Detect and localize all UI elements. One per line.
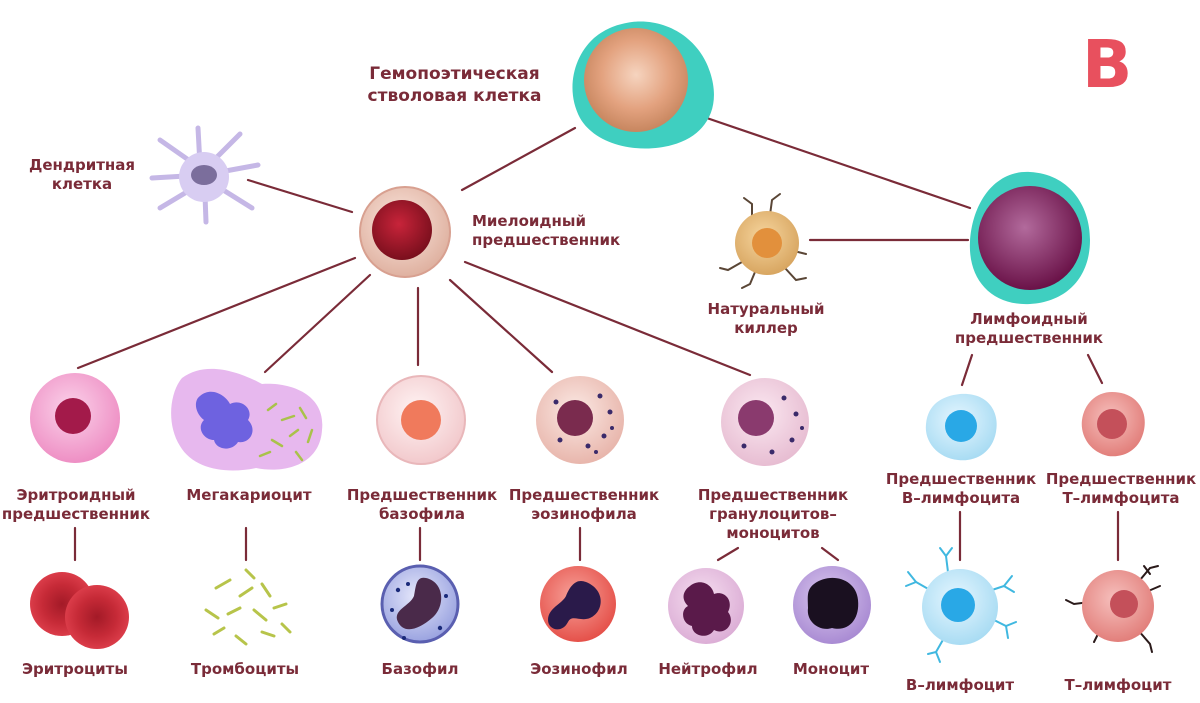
- label-t-lymphocyte: T–лимфоцит: [1064, 676, 1172, 694]
- label-basophil: Базофил: [381, 660, 459, 678]
- monocyte-cell: [793, 566, 871, 644]
- label-t-prec: Предшественник T–лимфоцита: [1045, 470, 1197, 507]
- label-nk: Натуральный киллер: [707, 300, 825, 337]
- erythrocyte-cells: [30, 572, 129, 649]
- panel-letter: B: [1082, 26, 1133, 103]
- label-eosinophil: Эозинофил: [530, 660, 628, 678]
- label-erythrocytes: Эритроциты: [22, 660, 128, 678]
- megakaryocyte-cell: [171, 368, 323, 471]
- label-monocyte: Моноцит: [792, 660, 870, 678]
- label-neutrophil: Нейтрофил: [658, 660, 758, 678]
- natural-killer-cell: [719, 193, 807, 289]
- label-lymphoid: Лимфоидный предшественник: [954, 310, 1104, 347]
- label-gm-prec: Предшественник гранулоцитов– моноцитов: [697, 486, 849, 542]
- label-myeloid: Миелоидный предшественник: [472, 212, 621, 249]
- label-eosinophil-prec: Предшественник эозинофила: [508, 486, 660, 523]
- neutrophil-cell: [668, 568, 744, 644]
- eosinophil-cell: [540, 566, 616, 642]
- label-dendritic: Дендритная клетка: [28, 156, 136, 193]
- label-basophil-prec: Предшественник базофила: [346, 486, 498, 523]
- label-hsc: Гемопоэтическая стволовая клетка: [367, 64, 542, 106]
- basophil-progenitor-cell: [376, 375, 466, 465]
- b-lymphocyte-progenitor-cell: [925, 393, 997, 461]
- t-lymphocyte-progenitor-cell: [1081, 392, 1145, 457]
- connector-lines: [73, 113, 1120, 562]
- b-lymphocyte-cell: [905, 547, 1017, 663]
- label-erythroid-prec: Эритроидный предшественник: [1, 486, 151, 523]
- dendritic-cell: [149, 125, 261, 225]
- basophil-cell: [380, 564, 460, 644]
- granulocyte-monocyte-progenitor-cell: [721, 378, 809, 466]
- myeloid-progenitor-cell: [359, 186, 451, 278]
- platelet-cells: [204, 568, 292, 646]
- t-lymphocyte-cell: [1065, 565, 1161, 653]
- label-b-lymphocyte: B–лимфоцит: [905, 676, 1015, 694]
- label-platelets: Тромбоциты: [190, 660, 300, 678]
- label-megakaryocyte: Мегакариоцит: [186, 486, 312, 504]
- eosinophil-progenitor-cell: [536, 376, 624, 464]
- hematopoietic-stem-cell: [572, 21, 714, 149]
- label-b-prec: Предшественник B–лимфоцита: [885, 470, 1037, 507]
- erythroid-progenitor-cell: [30, 373, 120, 463]
- lymphoid-progenitor-cell: [969, 171, 1090, 305]
